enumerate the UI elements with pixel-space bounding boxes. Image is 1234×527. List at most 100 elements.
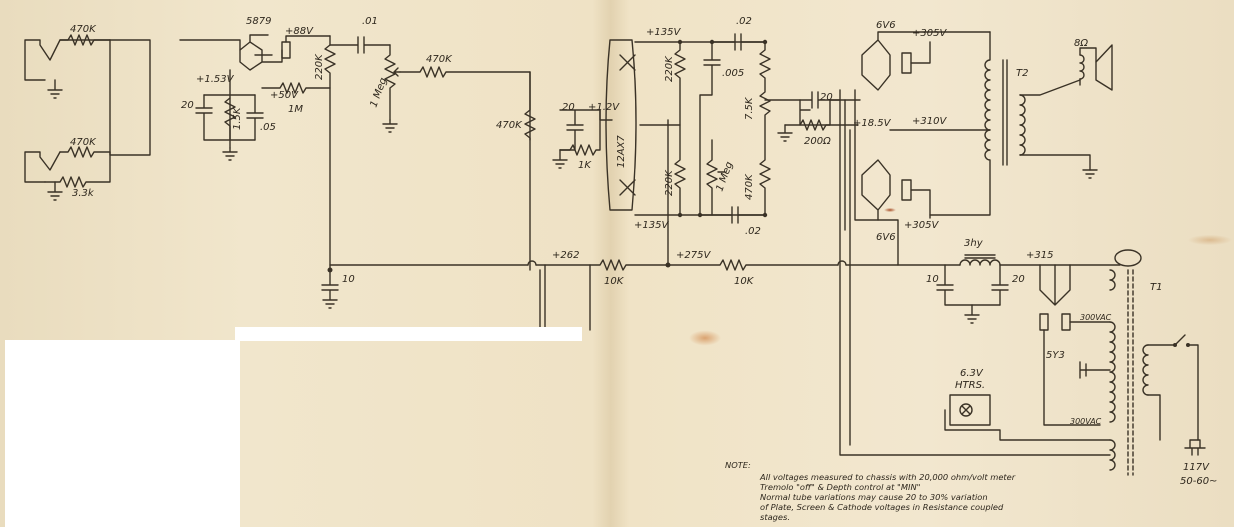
label-220k-b: 220K [664, 55, 675, 82]
tube-5y3-label: 5Y3 [1046, 350, 1065, 361]
label-005: .005 [722, 68, 744, 79]
speaker-icon [1079, 44, 1113, 91]
label-t2: T2 [1016, 68, 1028, 79]
label-470k-c: 470K [426, 54, 453, 65]
label-470k-b: 470K [70, 137, 97, 148]
mains-plug-icon [1184, 439, 1206, 456]
note-title: NOTE: [725, 460, 751, 470]
label-300vac-b: 300VAC [1070, 417, 1102, 426]
resistor-220k-b [639, 41, 686, 126]
label-6-3v: 6.3V [960, 368, 984, 379]
cap-10-a [321, 269, 339, 309]
label-315: +315 [1026, 250, 1053, 261]
label-02-a: .02 [736, 16, 752, 27]
tube-12ax7-symbol [605, 39, 637, 211]
redaction-block-left [5, 340, 240, 527]
label-18-5v: +18.5V [853, 118, 892, 129]
bplus-bus [329, 119, 961, 271]
tube-12ax7-label: 12AX7 [616, 135, 627, 168]
rectifier-plate-1 [1039, 313, 1049, 331]
label-220k-c: 220K [664, 169, 675, 196]
rectifier-plate-2 [1061, 313, 1071, 331]
label-275v: +275V [676, 250, 711, 261]
label-05: .05 [260, 122, 276, 133]
label-1-5k: 1.5K [232, 106, 243, 130]
resistor-6v6-b-screen [901, 179, 912, 201]
tube-5y3-symbol [1039, 264, 1071, 306]
label-470k-e: 470K [744, 173, 755, 200]
label-t1: T1 [1150, 282, 1162, 293]
cap-02-a [711, 33, 766, 51]
label-htrs: HTRS. [955, 380, 985, 391]
resistor-220k-c [674, 124, 686, 216]
resistor-3-3k [44, 151, 111, 188]
label-01: .01 [362, 16, 378, 27]
note-line-2: Tremolo "off" & Depth control at "MIN" [760, 482, 921, 492]
label-1-2v: +1.2V [588, 102, 620, 113]
resistor-1k [559, 109, 601, 156]
tube-6v6-a-symbol [861, 31, 991, 91]
label-300vac-a: 300VAC [1080, 313, 1112, 322]
label-8ohm: 8Ω [1074, 38, 1088, 49]
pilot-lamp-icon [949, 394, 991, 426]
tube-5879-label: 5879 [246, 16, 271, 27]
cap-20-b [559, 109, 601, 151]
redaction-block-top [235, 327, 582, 341]
input-jack-2 [24, 151, 63, 201]
label-262: +262 [552, 250, 579, 261]
tube-6v6-a-label: 6V6 [876, 20, 896, 31]
resistor-88v-plate [281, 41, 291, 59]
resistor-7-5k [759, 41, 771, 216]
output-transformer-t2 [929, 31, 1091, 216]
cap-20-a [195, 94, 256, 141]
resistor-470k-b [59, 146, 111, 158]
label-10-a: 10 [342, 274, 355, 285]
cap-05 [246, 94, 264, 141]
label-3-3k: 3.3k [72, 188, 95, 199]
input-jack-1 [24, 39, 111, 99]
tube-5879-symbol [239, 34, 283, 71]
note-line-3: Normal tube variations may cause 20 to 3… [760, 492, 988, 502]
label-200: 200Ω [804, 136, 831, 147]
label-135v-a: +135V [646, 27, 681, 38]
label-1meg-b: 1 Meg [714, 160, 735, 193]
label-117v: 117V [1183, 462, 1210, 473]
label-50v: +50V [270, 90, 299, 101]
power-transformer-t1 [1109, 249, 1149, 476]
cap-01 [329, 36, 391, 54]
cap-02-b [699, 206, 766, 224]
label-20-d: 20 [1012, 274, 1025, 285]
label-3hy: 3hy [964, 238, 984, 249]
label-220k-a: 220K [314, 53, 325, 80]
resistor-1m [261, 82, 331, 94]
label-470k-a: 470K [70, 24, 97, 35]
label-1meg-a: 1 Meg [368, 76, 389, 109]
note-line-5: stages. [760, 512, 790, 522]
cap-20-c [799, 91, 841, 109]
choke-3hy [959, 254, 1001, 266]
resistor-200 [784, 119, 859, 131]
label-10-b: 10 [926, 274, 939, 285]
resistor-6v6-a-screen [901, 52, 912, 74]
note-line-1: All voltages measured to chassis with 20… [759, 472, 1016, 482]
label-20-b: 20 [562, 102, 575, 113]
label-470k-d: 470K [496, 120, 523, 131]
pot-1meg-a [384, 44, 401, 121]
voltage-note: NOTE: All voltages measured to chassis w… [725, 460, 1016, 522]
label-20-a: 20 [181, 100, 194, 111]
label-02-b: .02 [745, 226, 761, 237]
resistor-220k-a [324, 44, 336, 271]
label-10k-b: 10K [734, 276, 755, 287]
note-line-4: of Plate, Screen & Cathode voltages in R… [760, 502, 1004, 512]
label-305v-b: +305V [904, 220, 939, 231]
label-305v-a: +305V [912, 28, 947, 39]
label-10k-a: 10K [604, 276, 625, 287]
resistor-470k-d [524, 71, 536, 141]
resistor-470k-c [399, 66, 531, 271]
tube-6v6-b-symbol [861, 159, 891, 221]
cap-10-b [936, 264, 1001, 306]
label-50-60: 50-60~ [1180, 476, 1217, 487]
mains-switch [1147, 334, 1199, 441]
tube-6v6-b-label: 6V6 [876, 232, 896, 243]
